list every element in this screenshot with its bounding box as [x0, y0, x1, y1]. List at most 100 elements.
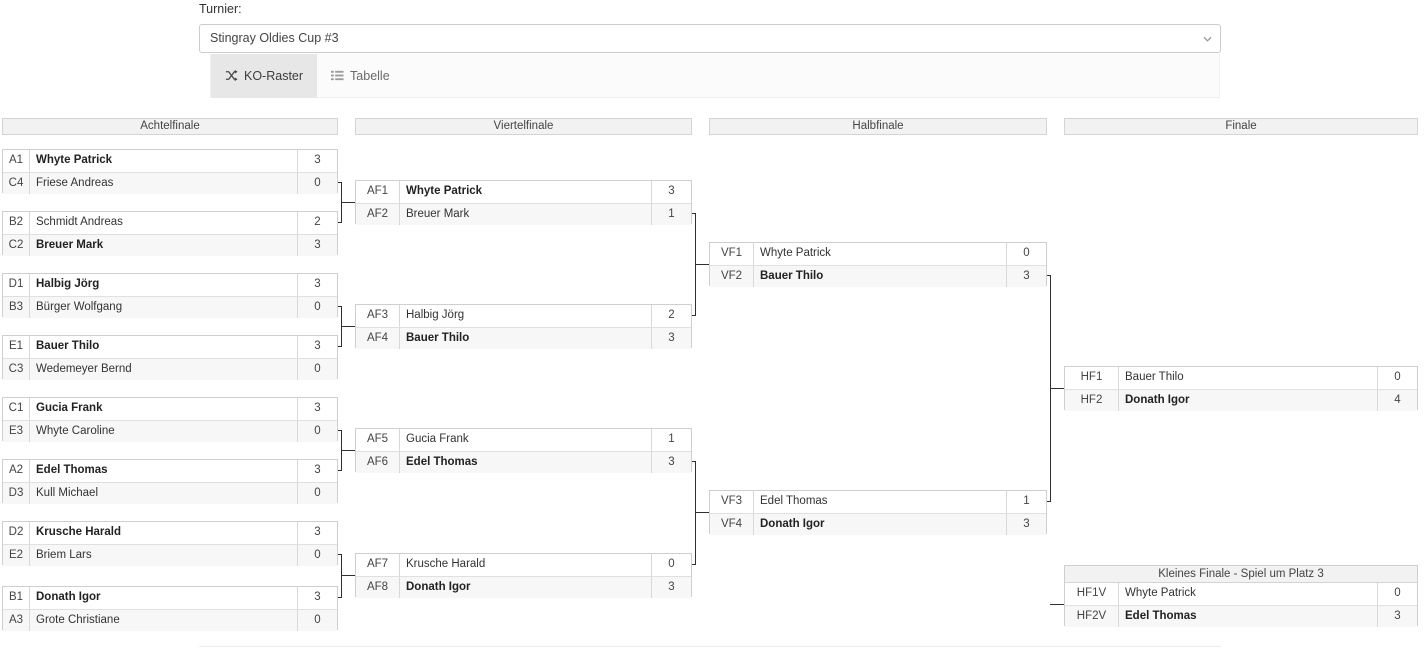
score-value: 3	[297, 398, 337, 420]
player-name: Whyte Caroline	[36, 425, 115, 437]
score-value: 3	[297, 235, 337, 256]
footer-divider	[199, 646, 1221, 647]
seed-label: AF6	[356, 452, 400, 473]
player-name: Bürger Wolfgang	[36, 301, 123, 313]
score-value: 1	[651, 204, 691, 225]
score-value: 2	[297, 212, 337, 234]
connector-stub-top	[338, 182, 342, 183]
seed-label: E3	[3, 421, 30, 442]
connector-stub-top	[338, 430, 342, 431]
player-name: Donath Igor	[760, 518, 825, 530]
seed-label: E2	[3, 545, 30, 566]
connector-stub-bottom	[338, 222, 342, 223]
connector-stub-out	[341, 202, 355, 203]
view-tabs: KO-Raster Tabelle	[210, 54, 1220, 98]
player-name: Edel Thomas	[406, 456, 478, 468]
seed-label: C1	[3, 398, 30, 420]
seed-label: AF1	[356, 181, 400, 203]
player-name: Briem Lars	[36, 549, 92, 561]
seed-label: AF3	[356, 305, 400, 327]
score-value: 3	[297, 460, 337, 482]
player-name: Grote Christiane	[36, 614, 120, 626]
tournament-select-wrapper[interactable]: Stingray Oldies Cup #3	[199, 24, 1221, 53]
player-name: Donath Igor	[36, 591, 101, 603]
score-value: 1	[1006, 491, 1046, 513]
score-value: 0	[297, 545, 337, 566]
player-name: Krusche Harald	[36, 526, 122, 538]
seed-label: D2	[3, 522, 30, 544]
tab-tabelle[interactable]: Tabelle	[317, 54, 404, 98]
connector-stub-bottom	[692, 564, 696, 565]
tab-ko-raster[interactable]: KO-Raster	[211, 54, 318, 98]
tournament-label: Turnier:	[199, 2, 242, 16]
connector-stub-bottom	[338, 470, 342, 471]
match-row[interactable]: E2 Briem Lars 0	[3, 544, 337, 566]
score-value: 3	[651, 577, 691, 598]
player-name: Wedemeyer Bernd	[36, 363, 132, 375]
seed-label: AF7	[356, 554, 400, 576]
round-header-viertelfinale: Viertelfinale	[355, 118, 692, 135]
connector-stub-out	[341, 575, 355, 576]
seed-label: AF4	[356, 328, 400, 349]
seed-label: VF4	[710, 514, 754, 535]
connector-stub-top	[1047, 275, 1051, 276]
player-name: Edel Thomas	[760, 495, 828, 507]
seed-label: A3	[3, 610, 30, 631]
seed-label: D3	[3, 483, 30, 504]
seed-label: VF1	[710, 243, 754, 265]
tournament-select[interactable]: Stingray Oldies Cup #3	[199, 24, 1221, 53]
score-value: 0	[297, 297, 337, 318]
connector-stub-out	[695, 512, 709, 513]
score-value: 0	[1377, 367, 1417, 389]
connector-stub-out	[341, 450, 355, 451]
round-header-achtelfinale: Achtelfinale	[2, 118, 338, 135]
